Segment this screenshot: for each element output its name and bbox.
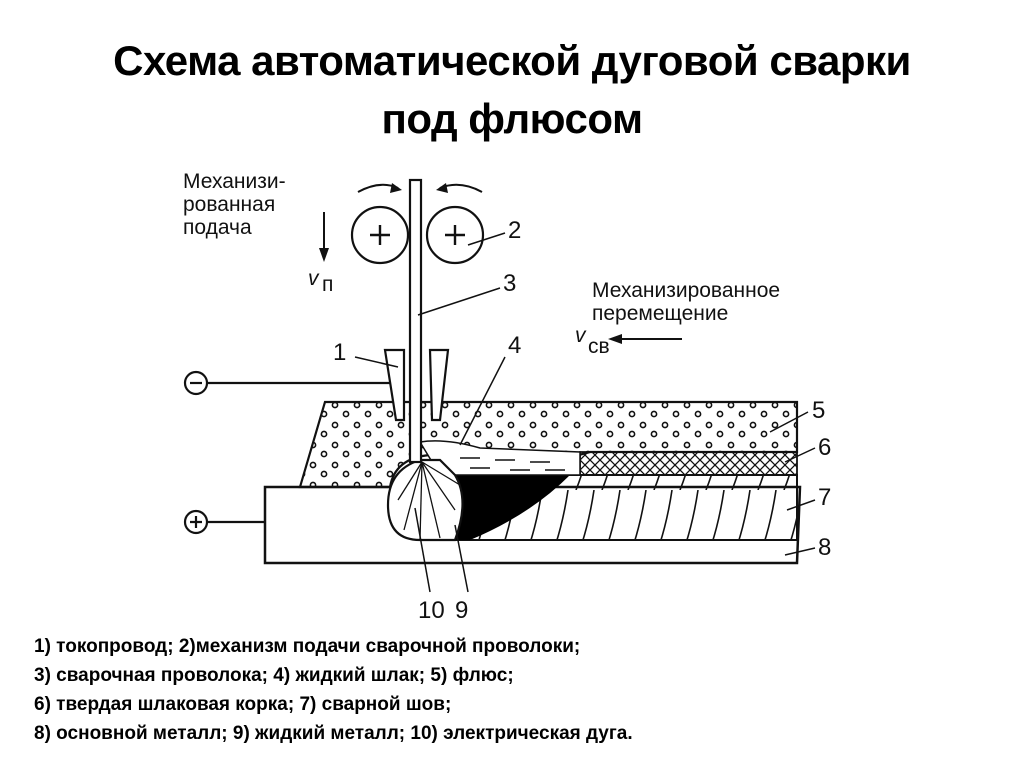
callout-3: 3	[503, 270, 516, 297]
travel-arrow-icon	[608, 334, 682, 344]
feed-label-line-1: Механизи-	[183, 170, 286, 193]
legend-line: 6) твердая шлаковая корка; 7) сварной шо…	[34, 694, 452, 715]
feed-label: Механизи- рованная подача	[183, 170, 286, 239]
liquid-slag	[418, 440, 581, 476]
legend-line: 8) основной металл; 9) жидкий металл; 10…	[34, 723, 633, 744]
feed-roller-left	[350, 205, 410, 265]
current-conductor	[383, 348, 450, 422]
feed-arrow-icon	[319, 212, 329, 262]
arc-rays	[397, 461, 461, 541]
feed-speed-subscript: п	[322, 273, 333, 296]
callout-7: 7	[818, 484, 831, 511]
title-line-2: под флюсом	[381, 95, 643, 142]
callout-4: 4	[508, 332, 521, 359]
feed-speed-symbol: v	[308, 267, 320, 290]
rotation-arrow-left-icon	[357, 183, 402, 193]
callout-1: 1	[333, 339, 346, 366]
liquid-slag-hatching	[460, 457, 565, 471]
title-line-1: Схема автоматической дуговой сварки	[113, 37, 911, 84]
plus-terminal	[183, 509, 265, 535]
electric-arc	[386, 458, 464, 542]
travel-speed-symbol: v	[575, 324, 587, 347]
travel-label-line-1: Механизированное	[592, 279, 780, 302]
travel-speed-subscript: св	[588, 335, 610, 358]
callout-leaders	[354, 232, 816, 593]
callout-9: 9	[455, 597, 468, 624]
travel-label-line-2: перемещение	[592, 302, 728, 325]
callout-10: 10	[418, 597, 445, 624]
feed-label-line-3: подача	[183, 216, 252, 239]
callout-6: 6	[818, 434, 831, 461]
callout-2: 2	[508, 217, 521, 244]
callout-8: 8	[818, 534, 831, 561]
welding-wire	[408, 178, 423, 464]
feed-roller-right	[425, 205, 485, 265]
legend-line: 1) токопровод; 2)механизм подачи сварочн…	[34, 636, 581, 657]
liquid-metal	[440, 475, 570, 540]
rotation-arrow-right-icon	[436, 183, 483, 193]
legend-line: 3) сварочная проволока; 4) жидкий шлак; …	[34, 665, 514, 686]
slag-crust	[579, 451, 798, 476]
legend: 1) токопровод; 2)механизм подачи сварочн…	[34, 632, 633, 748]
callout-5: 5	[812, 397, 825, 424]
feed-label-line-2: рованная	[183, 193, 275, 216]
minus-terminal	[183, 370, 390, 396]
